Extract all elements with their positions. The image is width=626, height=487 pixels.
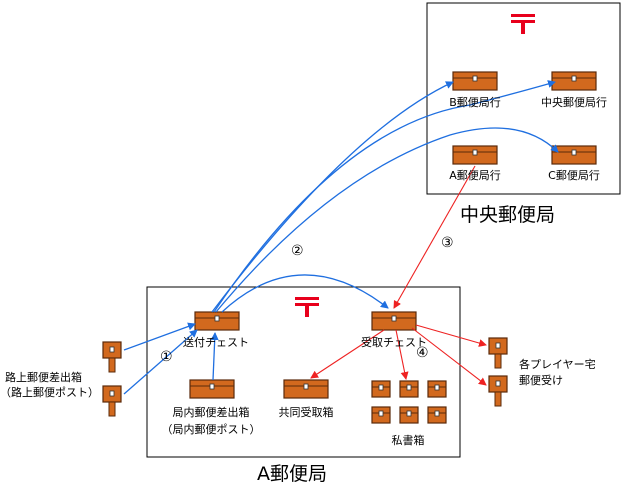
inner-post-label: 局内郵便差出箱 bbox=[172, 406, 250, 419]
central-postal-mark-icon bbox=[511, 14, 535, 34]
a-office-frame bbox=[146, 286, 461, 458]
c-office-chest-label: C郵便局行 bbox=[548, 169, 600, 182]
arrow-receive-to-player-mailbox bbox=[411, 327, 487, 386]
private-box-icon bbox=[399, 380, 419, 398]
step-4-marker: ④ bbox=[416, 345, 429, 361]
arrow-send-to-c-office bbox=[215, 127, 559, 313]
street-post-sublabel: （路上郵便ポスト） bbox=[0, 386, 99, 399]
player-mailbox-label: 各プレイヤー宅 bbox=[519, 358, 596, 371]
central-office-frame bbox=[426, 2, 621, 195]
arrow-receive-to-private-box bbox=[395, 329, 409, 380]
arrow-send-to-receive bbox=[221, 274, 389, 313]
street-post-icon bbox=[102, 385, 122, 417]
arrow-send-to-central bbox=[213, 80, 556, 313]
arrow-receive-to-player-mailbox bbox=[415, 324, 487, 347]
shared-box-label: 共同受取箱 bbox=[278, 406, 334, 419]
arrow-inner-post-to-send bbox=[210, 332, 219, 381]
receive-chest-icon bbox=[371, 311, 417, 331]
street-post-label: 路上郵便差出箱 bbox=[5, 371, 82, 384]
central-office-title: 中央郵便局 bbox=[460, 204, 556, 226]
step-2-marker: ② bbox=[291, 243, 304, 259]
send-chest-icon bbox=[194, 311, 240, 331]
central-chest-icon bbox=[551, 71, 597, 91]
arrow-a-office-to-receive bbox=[393, 165, 476, 309]
private-box-icon bbox=[427, 406, 447, 424]
private-box-icon bbox=[399, 406, 419, 424]
receive-chest-label: 受取チェスト bbox=[361, 336, 427, 349]
shared-box-icon bbox=[283, 379, 329, 399]
player-mailbox-icon bbox=[488, 337, 508, 369]
a-office-title: A郵便局 bbox=[257, 463, 327, 485]
arrow-street-post-to-send bbox=[123, 322, 196, 351]
private-box-icon bbox=[371, 406, 391, 424]
street-post-icon bbox=[102, 341, 122, 373]
player-mailbox-sublabel: 郵便受け bbox=[519, 374, 563, 387]
b-office-chest-label: B郵便局行 bbox=[449, 96, 501, 109]
a-office-chest-label: A郵便局行 bbox=[449, 169, 501, 182]
step-1-marker: ① bbox=[160, 349, 173, 365]
arrow-receive-to-shared-box bbox=[310, 329, 385, 379]
player-mailbox-icon bbox=[488, 375, 508, 407]
inner-post-box-icon bbox=[189, 379, 235, 399]
step-3-marker: ③ bbox=[441, 235, 454, 251]
private-box-icon bbox=[371, 380, 391, 398]
private-box-label: 私書箱 bbox=[391, 434, 425, 447]
a-office-postal-mark-icon bbox=[295, 297, 319, 317]
central-chest-label: 中央郵便局行 bbox=[541, 96, 607, 109]
arrow-street-post-to-send bbox=[123, 329, 198, 395]
inner-post-sublabel: （局内郵便ポスト） bbox=[161, 423, 261, 436]
private-box-icon bbox=[427, 380, 447, 398]
b-office-chest-icon bbox=[452, 71, 498, 91]
c-office-chest-icon bbox=[551, 145, 597, 165]
send-chest-label: 送付チェスト bbox=[183, 336, 249, 349]
a-office-chest-icon bbox=[452, 145, 498, 165]
arrow-send-to-b-office bbox=[211, 81, 454, 313]
